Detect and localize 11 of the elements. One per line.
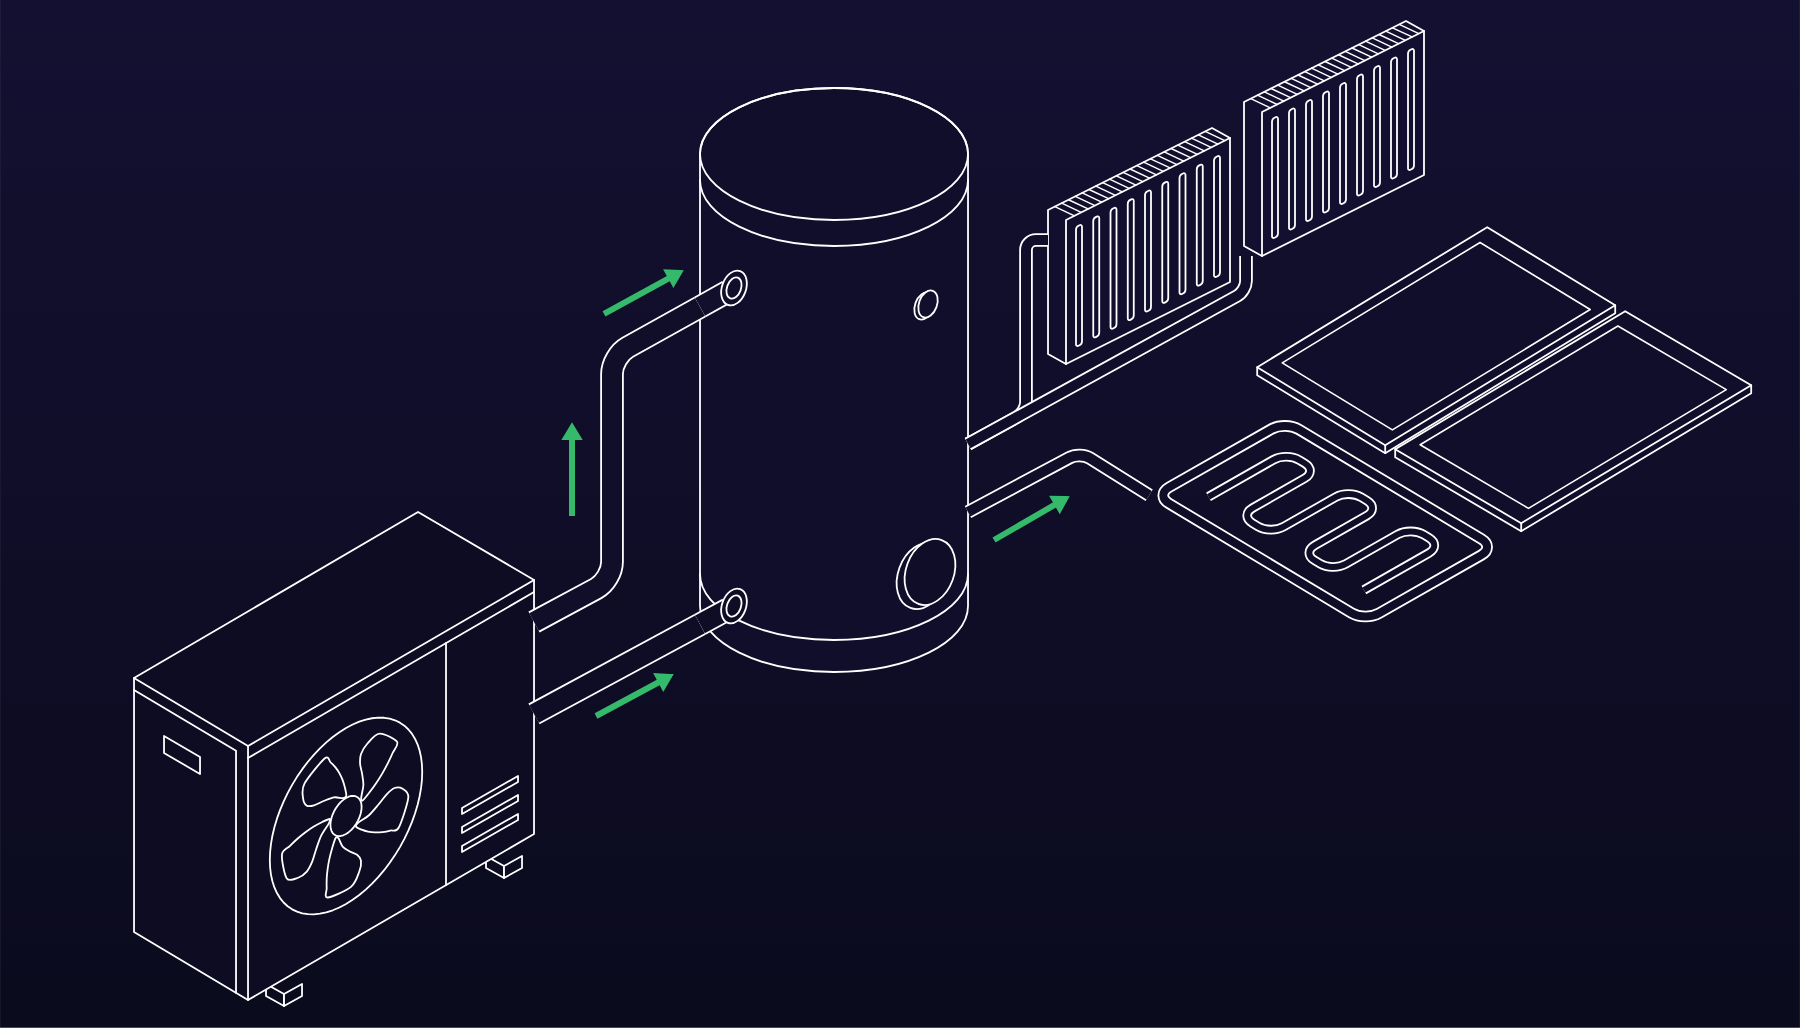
- underfloor-heating-loop: [1157, 420, 1493, 623]
- radiator: [1243, 20, 1425, 257]
- radiator: [1047, 127, 1231, 365]
- hot-water-tank: [694, 87, 969, 673]
- pipe: [964, 256, 1253, 450]
- pipe: [964, 448, 1153, 518]
- pipe: [528, 296, 706, 633]
- pipe: [528, 613, 706, 725]
- floor-panel: [1256, 226, 1617, 455]
- floor-panel: [1394, 310, 1753, 533]
- heat-pump: [133, 511, 535, 1007]
